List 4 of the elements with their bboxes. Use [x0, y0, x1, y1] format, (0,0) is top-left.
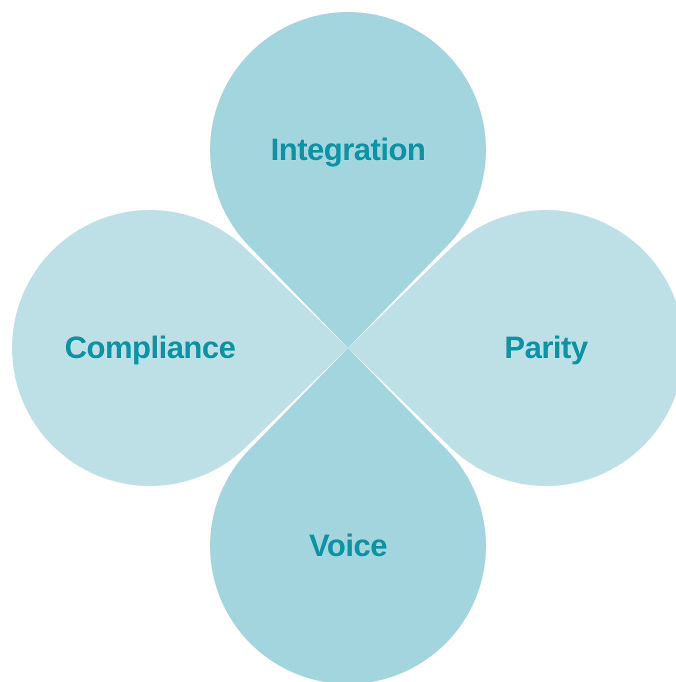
petal-label: Parity — [504, 330, 588, 366]
petal-label: Integration — [270, 132, 426, 168]
petal-label: Compliance — [64, 330, 236, 366]
petal-label: Voice — [309, 528, 387, 564]
